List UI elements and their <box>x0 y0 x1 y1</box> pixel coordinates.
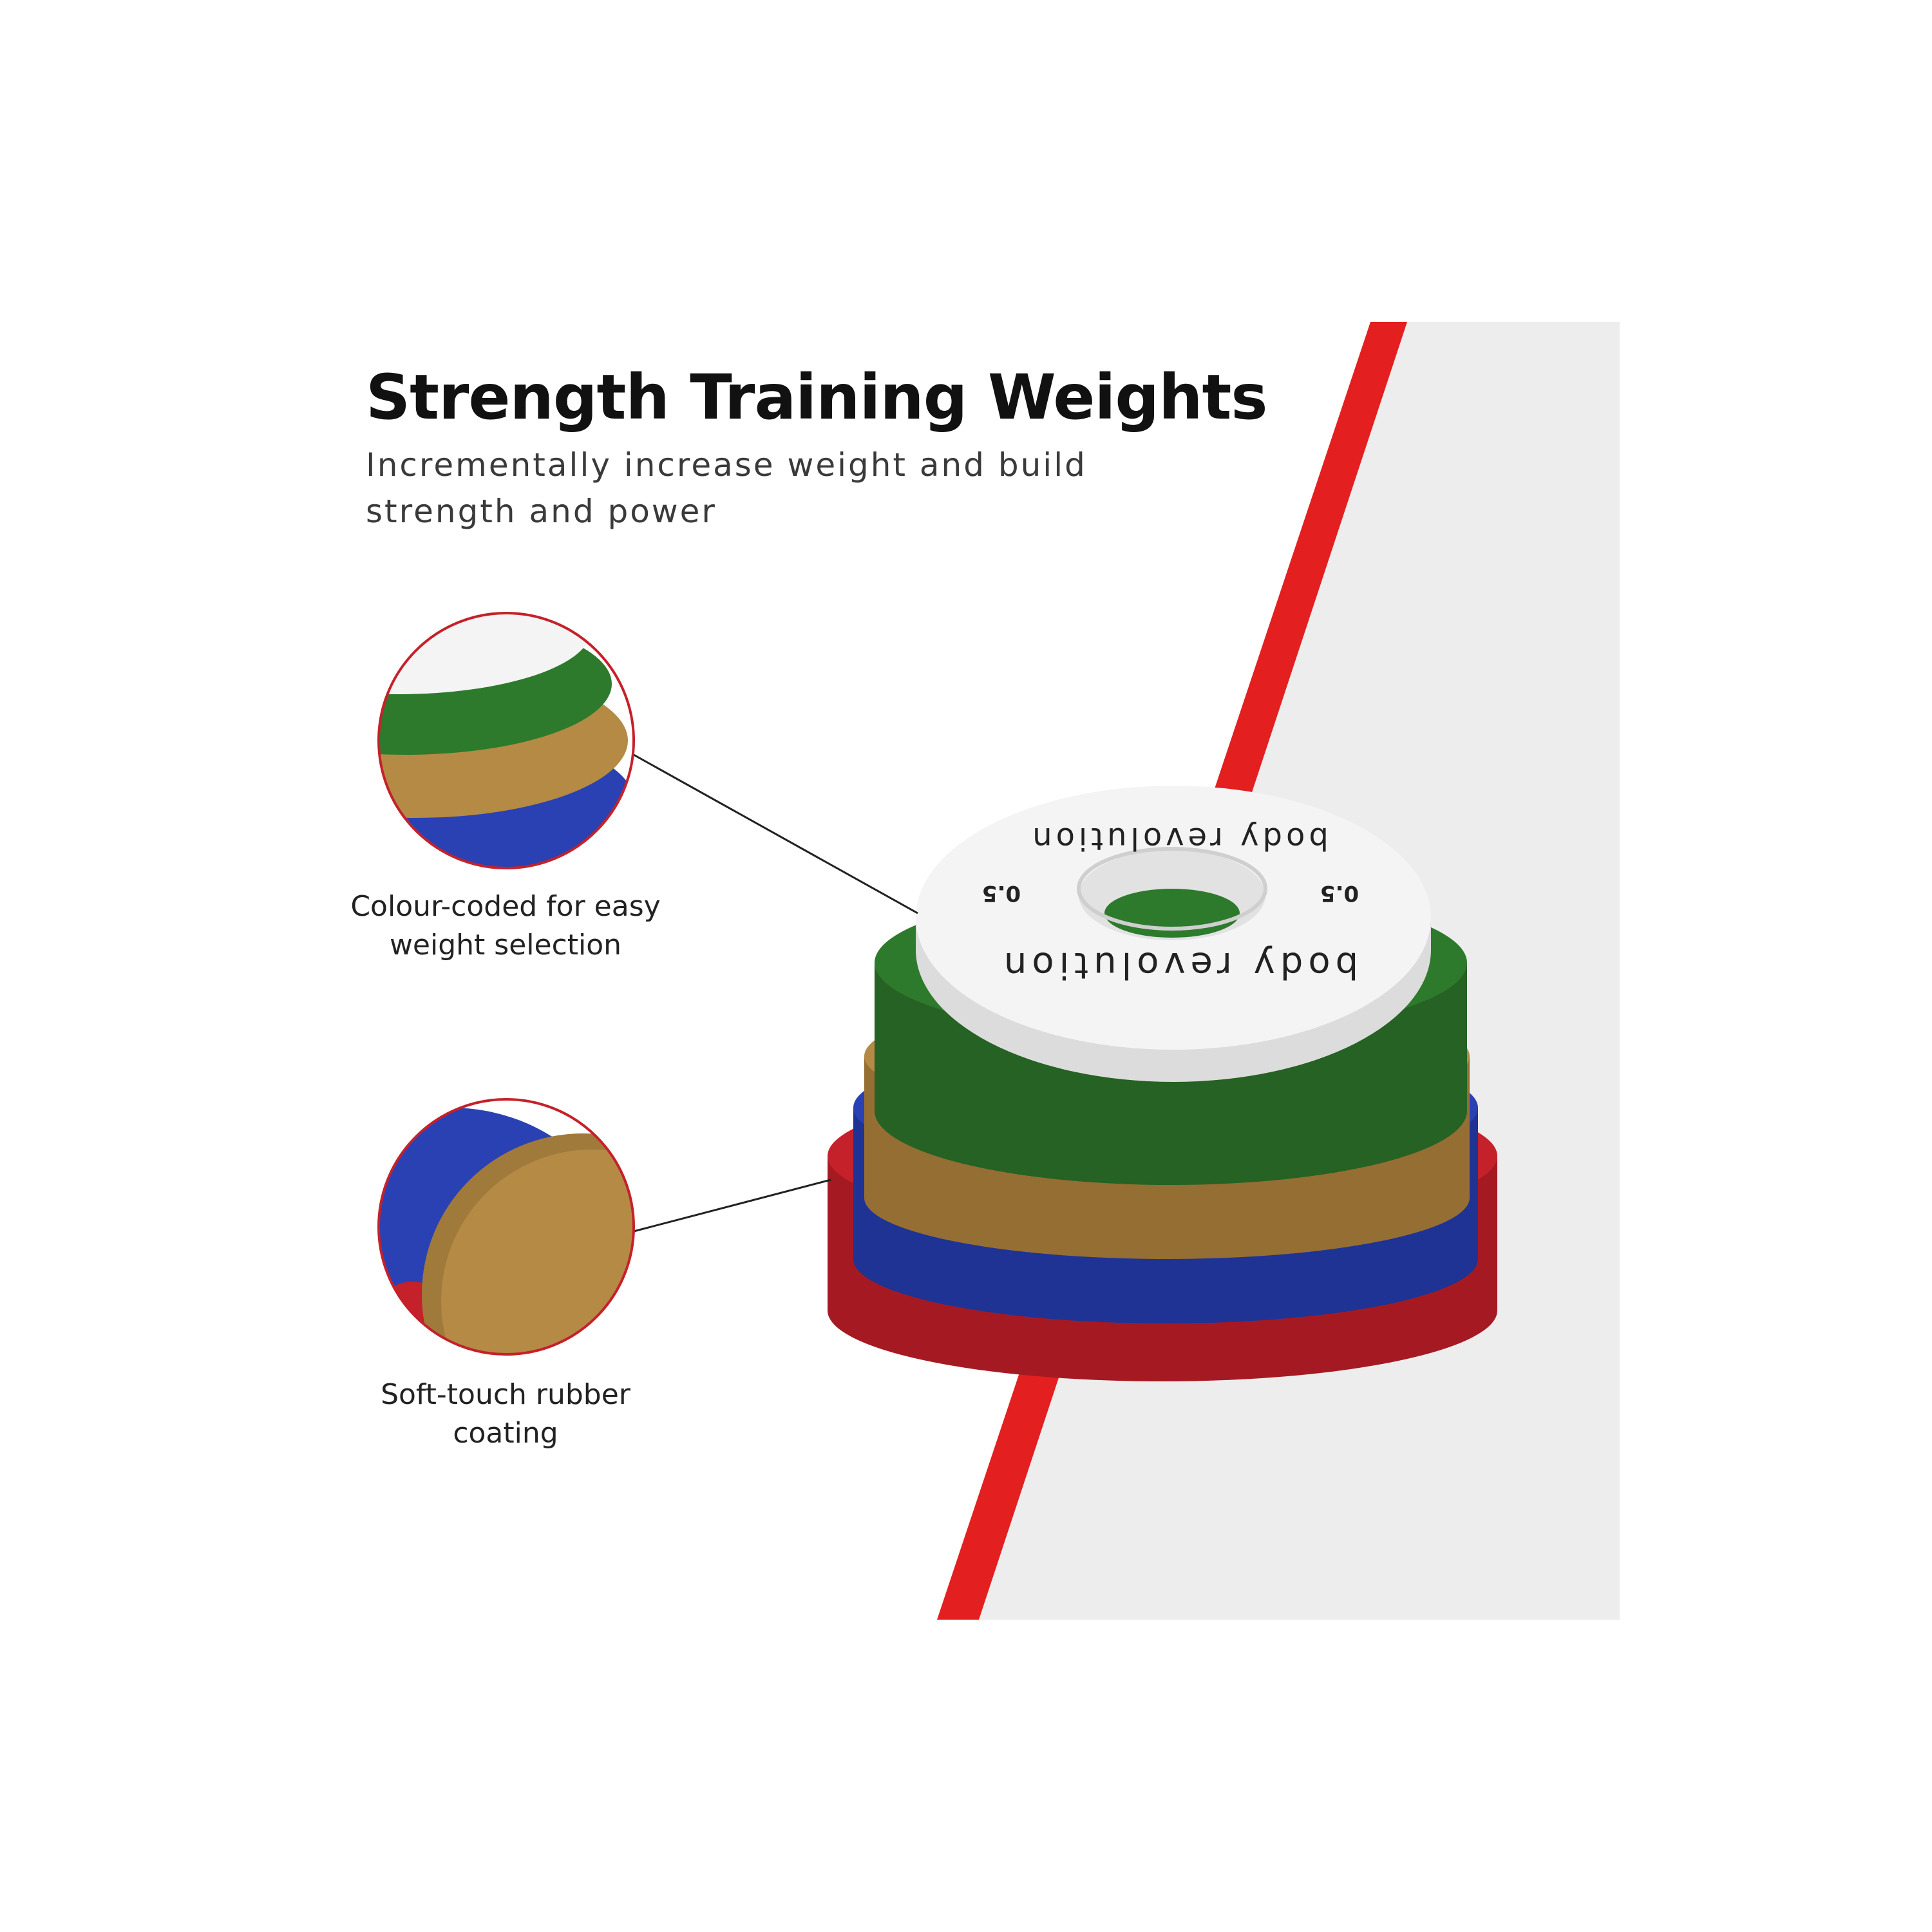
plate-weight-left: 0.5 <box>982 880 1021 906</box>
detail-magnifier-soft-touch <box>379 1099 634 1354</box>
plate-white: body revolution body revolution 0.5 0.5 <box>916 786 1431 1082</box>
feature-caption-soft-touch: Soft-touch rubber coating <box>381 1378 630 1450</box>
plate-weight-right: 0.5 <box>1320 880 1359 906</box>
callout-line-colour-coded <box>633 753 918 914</box>
weight-plate-stack: body revolution body revolution 0.5 0.5 <box>828 786 1497 1381</box>
plate-brand-mark-bottom: body revolution <box>999 944 1358 986</box>
callout-line-soft-touch <box>633 1179 831 1233</box>
detail-magnifier-ring-2 <box>377 1098 635 1356</box>
plate-brand-mark-top: body revolution <box>1028 820 1329 857</box>
page-subtitle: Incrementally increase weight and build … <box>366 446 1087 530</box>
detail-magnifier-colour-coded <box>379 613 634 868</box>
detail-magnifier-ring-1 <box>377 612 635 869</box>
page-title: Strength Training Weights <box>366 361 1267 433</box>
feature-caption-colour-coded: Colour-coded for easy weight selection <box>350 890 661 961</box>
